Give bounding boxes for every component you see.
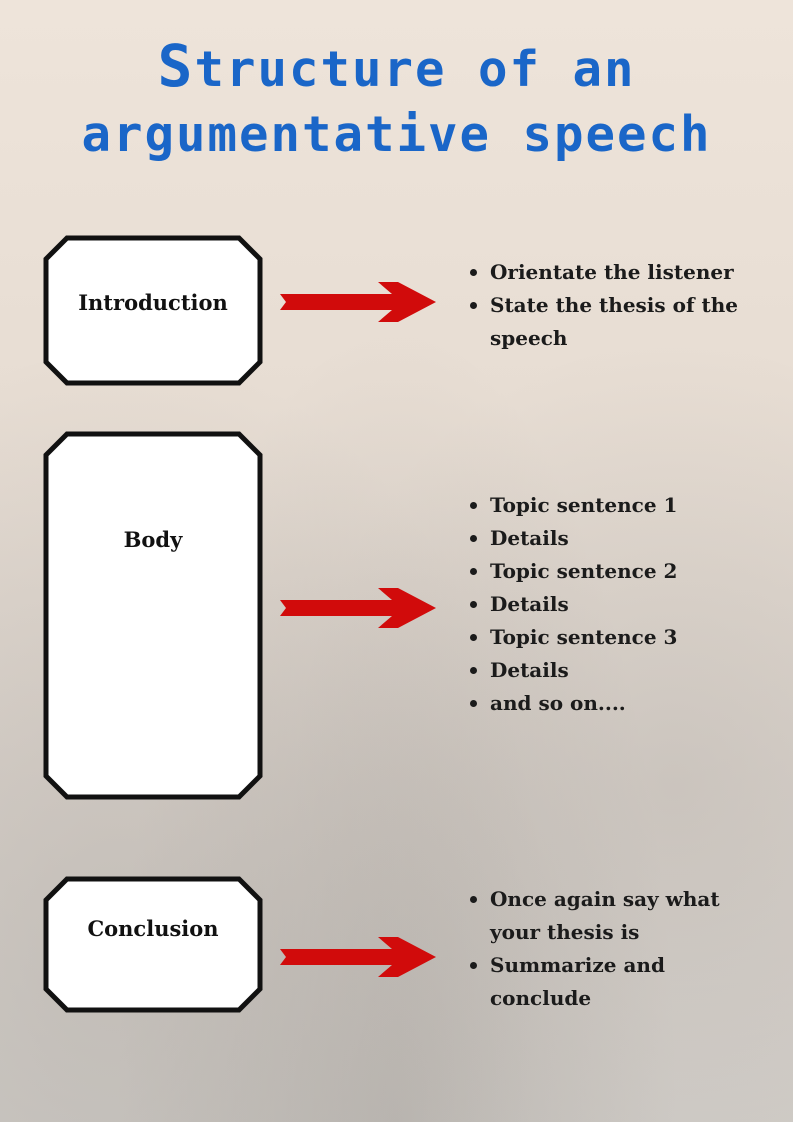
page-title-line-1: Structure of an (157, 32, 636, 100)
list-item: Details (468, 522, 677, 555)
body-bullet-list: Topic sentence 1 Details Topic sentence … (468, 489, 677, 720)
body-arrow-icon (280, 588, 436, 628)
list-item-continuation: conclude (490, 986, 592, 1010)
conclusion-bullet-list-2: Summarize and (468, 949, 665, 982)
list-item: Details (468, 654, 677, 687)
list-item-continuation: speech (490, 326, 568, 350)
list-item: Summarize and (468, 949, 665, 982)
octagon-frame (43, 431, 263, 800)
body-label: Body (123, 527, 183, 552)
list-item: Details (468, 588, 677, 621)
list-item: Topic sentence 3 (468, 621, 677, 654)
conclusion-arrow-icon (280, 937, 436, 977)
conclusion-bullet-list-1: Once again say what (468, 883, 720, 916)
conclusion-box: Conclusion (43, 876, 263, 1013)
conclusion-label: Conclusion (87, 916, 219, 941)
list-item: Orientate the listener (468, 256, 738, 289)
octagon-frame (43, 235, 263, 386)
list-item: Once again say what (468, 883, 720, 916)
introduction-box: Introduction (43, 235, 263, 386)
list-item-continuation: your thesis is (490, 920, 640, 944)
list-item: and so on.... (468, 687, 677, 720)
page-title-line-2: argumentative speech (81, 106, 712, 163)
introduction-arrow-icon (280, 282, 436, 322)
introduction-bullet-list: Orientate the listener State the thesis … (468, 256, 738, 322)
list-item: State the thesis of the (468, 289, 738, 322)
introduction-label: Introduction (78, 290, 228, 315)
octagon-frame (43, 876, 263, 1013)
list-item: Topic sentence 2 (468, 555, 677, 588)
list-item: Topic sentence 1 (468, 489, 677, 522)
body-box: Body (43, 431, 263, 800)
